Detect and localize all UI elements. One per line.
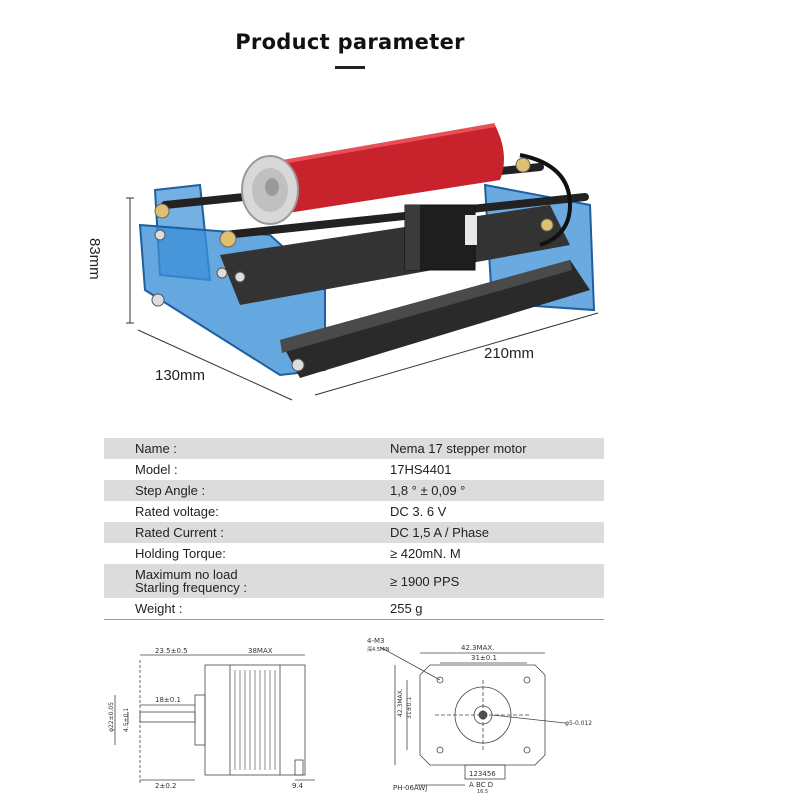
spec-key-line: Rated voltage: [135, 504, 219, 519]
title-underline [335, 66, 365, 69]
dim-hole-pitch: 31±0.1 [471, 654, 497, 662]
dim-boss-height: 2±0.2 [155, 782, 176, 790]
spec-key-line: Holding Torque: [135, 546, 226, 561]
spec-value: ≥ 420mN. M [390, 546, 461, 561]
spec-row: Rated Current : DC 1,5 A / Phase [104, 522, 604, 543]
dim-boss-diameter: φ22±0.05 [108, 702, 115, 732]
length-dimension: 210mm [484, 345, 535, 362]
spec-value: 1,8 ° ± 0,09 ° [390, 483, 466, 498]
spec-key-line: Model : [135, 462, 178, 477]
spec-key-line: Starling frequency : [135, 580, 248, 595]
spec-value: ≥ 1900 PPS [390, 573, 460, 589]
spec-value: DC 3. 6 V [390, 504, 447, 519]
height-dimension: 83mm [86, 238, 103, 280]
spec-row: Step Angle : 1,8 ° ± 0,09 ° [104, 480, 604, 501]
hole-depth-label: 深4.5MIN. [367, 646, 391, 653]
spec-value: 255 g [390, 600, 423, 616]
connector-label: PH-06AWJ [393, 784, 427, 792]
rotary-roller-image [126, 123, 599, 401]
spec-key-line: Name : [135, 441, 177, 456]
connector-pins: 123456 [469, 770, 496, 778]
dim-flat-depth: 4.5±0.1 [123, 708, 130, 732]
dim-connector-width: 16.5 [477, 789, 488, 795]
dim-shaft: φ5-0.012 [565, 720, 592, 727]
spec-row: Model : 17HS4401 [104, 459, 604, 480]
spec-row: Rated voltage: DC 3. 6 V [104, 501, 604, 522]
dim-hole-pitch-vertical: 31±0.1 [406, 697, 413, 719]
spec-key: Step Angle : [104, 480, 390, 501]
depth-dimension: 130mm [155, 367, 206, 384]
spec-key-line: Weight : [135, 600, 183, 616]
dim-body-length: 38MAX [248, 647, 273, 655]
spec-key: Weight : [104, 598, 390, 619]
page-title: Product parameter [235, 30, 465, 54]
spec-key: Name : [104, 438, 390, 459]
spec-value: DC 1,5 A / Phase [390, 525, 490, 540]
spec-value: Nema 17 stepper motor [390, 441, 527, 456]
spec-row: Weight : 255 g [104, 598, 604, 619]
spec-value: 17HS4401 [390, 462, 452, 477]
spec-key: Rated Current : [104, 522, 390, 543]
can [241, 123, 504, 225]
dim-height-max: 42.3MAX. [397, 688, 404, 717]
spec-key: Rated voltage: [104, 501, 390, 522]
spec-row: Holding Torque: ≥ 420mN. M [104, 543, 604, 564]
dim-width-max: 42.3MAX. [461, 644, 494, 652]
spec-key-line: Step Angle : [135, 483, 206, 498]
holes-label: 4-M3 [367, 637, 384, 645]
spec-key-line: Rated Current : [135, 525, 224, 540]
spec-key: Holding Torque: [104, 543, 390, 564]
motor-side-view-drawing: 23.5±0.5 38MAX 18±0.1 φ22±0.05 4.5±0.1 2… [108, 647, 315, 790]
dim-flat-length: 18±0.1 [155, 696, 181, 704]
dim-connector: 9.4 [292, 782, 304, 790]
spec-key: Model : [104, 459, 390, 480]
spec-key-line: Maximum no load [135, 567, 238, 582]
motor-front-view-drawing: 4-M3 深4.5MIN. 42.3MAX. 31±0.1 42.3MAX. 3… [367, 637, 592, 795]
dim-shaft-length: 23.5±0.5 [155, 647, 188, 655]
spec-row: Name : Nema 17 stepper motor [104, 438, 604, 459]
connector-phases: A BC D [469, 781, 493, 789]
